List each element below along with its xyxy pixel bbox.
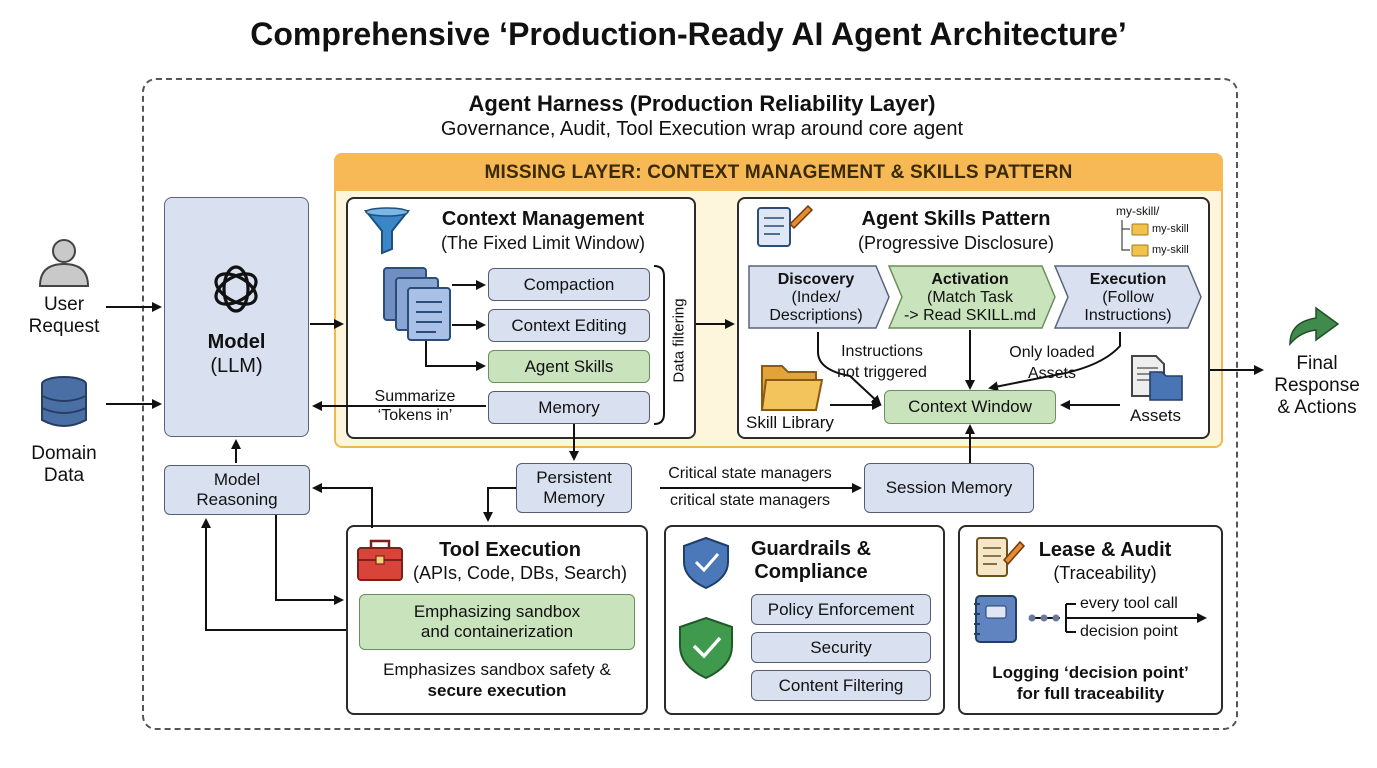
assets-label: Assets <box>1130 406 1182 425</box>
discovery-chevron <box>748 265 890 329</box>
harness-title: Agent Harness (Production Reliability La… <box>468 91 936 116</box>
agent-skills-title: Agent Skills Pattern <box>861 208 1051 230</box>
trace-branch-label-bottom: decision point <box>1080 623 1178 640</box>
shield-check-icon <box>683 536 729 590</box>
reasoning-to-tool-arrow <box>275 515 344 605</box>
agent-skills-subtitle: (Progressive Disclosure) <box>857 233 1055 253</box>
page-title: Comprehensive ‘Production-Ready AI Agent… <box>250 16 1127 52</box>
lease-audit-title: Lease & Audit <box>1038 539 1172 561</box>
harness-subtitle: Governance, Audit, Tool Execution wrap a… <box>440 118 964 140</box>
folder-icon <box>1131 244 1149 257</box>
document-stack-icon <box>383 267 451 341</box>
user-icon <box>38 239 90 287</box>
model-logo-icon <box>214 265 258 313</box>
skill-library-label: Skill Library <box>746 413 834 432</box>
activation-stage: Activation (Match Task -> Read SKILL.md <box>903 271 1037 324</box>
toolbox-icon <box>357 539 403 581</box>
skill-stage-chevrons <box>748 265 1202 329</box>
context-window-box: Context Window <box>884 390 1056 424</box>
trace-dots <box>1028 614 1060 622</box>
database-icon <box>41 376 87 427</box>
data-filtering-label: Data filtering <box>670 298 688 383</box>
activation-chevron <box>887 265 1056 329</box>
context-management-subtitle: (The Fixed Limit Window) <box>440 233 646 253</box>
missing-layer-header <box>334 153 1223 191</box>
missing-layer-title: MISSING LAYER: CONTEXT MANAGEMENT & SKIL… <box>484 162 1073 183</box>
critical-state-label-top: Critical state managers <box>668 465 832 482</box>
notepad-icon <box>757 204 814 247</box>
shield-check-icon <box>679 616 733 680</box>
lease-audit-subtitle: (Traceability) <box>1053 563 1157 583</box>
file-tree-root: my-skill/ <box>1116 204 1160 218</box>
discovery-stage: Discovery (Index/ Descriptions) <box>769 271 863 324</box>
file-tree-child: my-skill <box>1152 244 1189 256</box>
skill-library-folder-icon <box>760 365 824 411</box>
folder-icon <box>1131 223 1149 236</box>
tool-to-reasoning-arrow <box>312 483 373 528</box>
session-memory-box: Session Memory <box>864 463 1034 513</box>
logbook-icon <box>974 595 1017 643</box>
context-management-title: Context Management <box>441 208 645 230</box>
context-editing-item: Context Editing <box>488 309 650 342</box>
discovery-to-window-arrow <box>817 332 882 406</box>
lease-audit-note-2: for full traceability <box>1016 684 1165 703</box>
file-tree-icon <box>1121 220 1130 251</box>
critical-state-label-bottom: critical state managers <box>669 492 831 509</box>
tool-execution-title: Tool Execution <box>439 539 581 561</box>
agent-skills-item: Agent Skills <box>488 350 650 383</box>
compaction-item: Compaction <box>488 268 650 301</box>
guardrails-title: Guardrails &Compliance <box>750 538 872 583</box>
content-filtering-item: Content Filtering <box>751 670 931 701</box>
execution-to-window-arrow <box>988 332 1121 392</box>
tool-execution-note: Emphasizes sandbox safety & <box>383 660 611 679</box>
security-item: Security <box>751 632 931 663</box>
data-filtering-bracket <box>653 265 665 425</box>
file-tree-child: my-skill <box>1152 223 1189 235</box>
audit-notepad-icon <box>976 537 1026 577</box>
data-filtering-label-wrap: Data filtering <box>668 290 688 400</box>
tool-execution-note-bold: secure execution <box>427 681 567 700</box>
assets-icon <box>1131 355 1183 401</box>
tool-execution-subtitle: (APIs, Code, DBs, Search) <box>412 563 628 583</box>
curved-arrow-icon <box>1289 306 1340 347</box>
tool-loop-arrow <box>201 518 346 631</box>
execution-stage: Execution (Follow Instructions) <box>1084 271 1172 324</box>
summarize-label: Summarize‘Tokens in’ <box>374 388 456 424</box>
persistent-to-tool-arrow <box>483 487 516 522</box>
policy-enforcement-item: Policy Enforcement <box>751 594 931 625</box>
memory-item: Memory <box>488 391 650 424</box>
funnel-icon <box>363 207 411 255</box>
model-label: Model(LLM) <box>207 331 266 377</box>
execution-chevron <box>1053 265 1202 329</box>
trace-branch-label-top: every tool call <box>1080 595 1178 612</box>
lease-audit-note: Logging ‘decision point’ <box>992 663 1189 682</box>
model-llm-box <box>164 197 309 437</box>
